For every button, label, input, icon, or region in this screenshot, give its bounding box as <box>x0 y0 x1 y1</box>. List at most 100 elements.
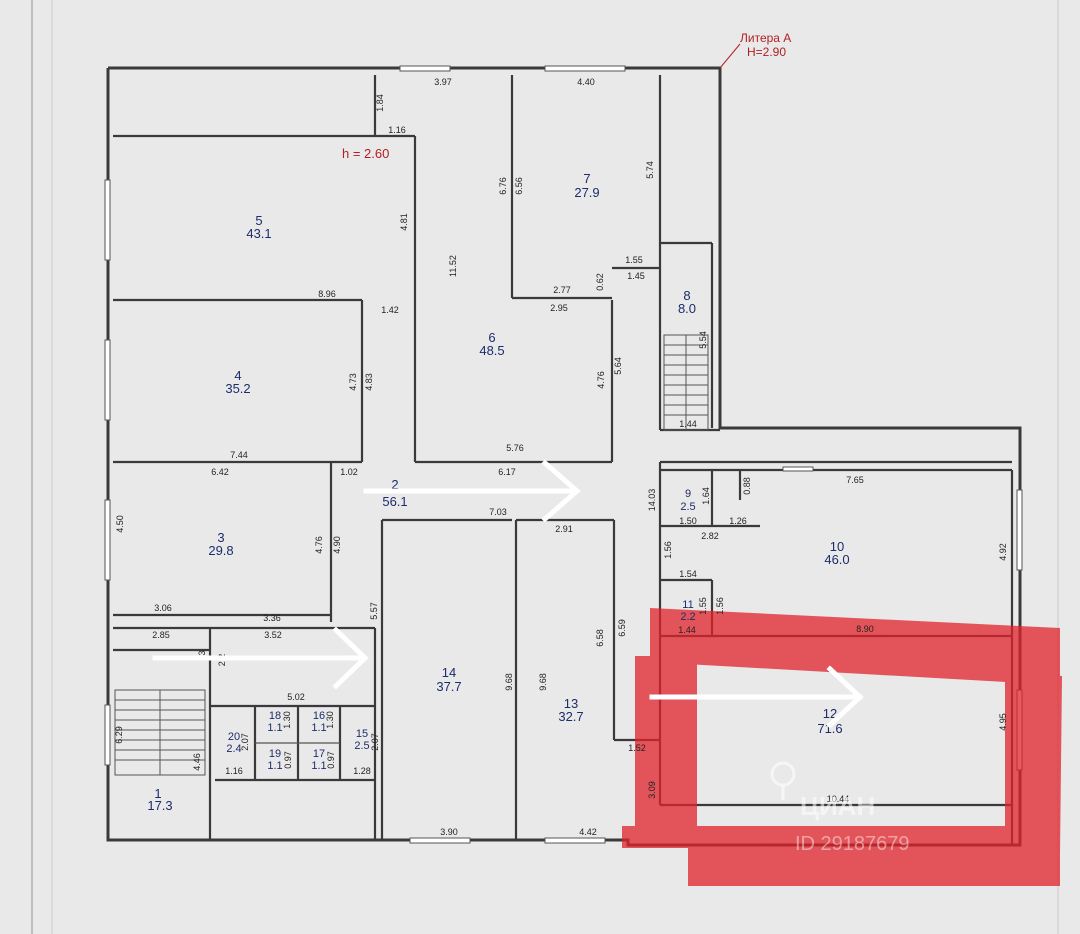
dimension: 11.52 <box>448 255 458 277</box>
dimension: 1.02 <box>340 467 358 477</box>
dimension: 10.44 <box>827 794 850 804</box>
room-number: 1 <box>154 786 161 801</box>
room-number: 18 <box>269 710 281 722</box>
interior-walls <box>113 75 1014 845</box>
dimension: 9.68 <box>538 673 548 691</box>
room-18: 18 1.1 <box>267 710 282 734</box>
dimension: 5.54 <box>698 331 708 349</box>
room-12: 12 71.6 <box>817 706 842 736</box>
room-area: 1.1 <box>267 760 282 772</box>
room-4: 4 35.2 <box>225 368 250 396</box>
room-area: 27.9 <box>574 185 599 200</box>
room-20: 20 2.4 <box>226 731 241 755</box>
dimension: 7.03 <box>489 507 507 517</box>
room-number: 7 <box>583 171 590 186</box>
watermark-id: ID 29187679 <box>795 833 910 855</box>
watermark-brand: ЦИАН <box>800 791 875 821</box>
room-area: 1.1 <box>311 722 326 734</box>
arrow-corridor-top <box>363 459 581 523</box>
dimension: 2.07 <box>370 733 380 751</box>
room-area: 1.1 <box>311 760 326 772</box>
highlight-room-12 <box>622 608 1062 886</box>
dimension: 1.56 <box>663 541 673 559</box>
room-number: 3 <box>217 530 224 545</box>
dimension: 5.74 <box>645 161 655 179</box>
room-number: 16 <box>313 710 325 722</box>
dimension: 0.88 <box>742 477 752 495</box>
dimension: 1.52 <box>628 743 646 753</box>
room-8: 8 8.0 <box>678 288 696 316</box>
room-area: 46.0 <box>824 552 849 567</box>
dimension: 1.56 <box>715 597 725 615</box>
dimension: 6.76 <box>498 177 508 195</box>
dimension: 1.54 <box>679 569 697 579</box>
dimension: 1.30 <box>282 711 292 729</box>
floor-height: h = 2.60 <box>342 146 389 161</box>
room-number: 11 <box>682 599 693 611</box>
room-16: 16 1.1 <box>311 710 326 734</box>
dimension: 0.62 <box>595 273 605 291</box>
direction-arrows <box>152 459 864 729</box>
room-area: 29.8 <box>208 543 233 558</box>
dimension: 4.83 <box>364 373 374 391</box>
dimension: 5.64 <box>613 357 623 375</box>
dimension: 7.65 <box>846 475 864 485</box>
room-area: 2.5 <box>680 501 695 513</box>
room-number: 9 <box>685 488 691 500</box>
room-area: 48.5 <box>479 343 504 358</box>
dimension: 1.44 <box>678 625 696 635</box>
room-15: 15 2.5 <box>354 728 369 752</box>
room-11: 11 2.2 <box>680 599 695 623</box>
dimension: 5.02 <box>287 692 305 702</box>
location-pin-icon <box>770 761 796 800</box>
dimension: 4.92 <box>998 543 1008 561</box>
room-area: 32.7 <box>558 709 583 724</box>
room-area: 8.0 <box>678 301 696 316</box>
dimension: 1.64 <box>701 487 711 505</box>
room-19: 19 1.1 <box>267 748 282 772</box>
dimension: 2.07 <box>240 733 250 751</box>
room-number: 15 <box>356 728 368 740</box>
room-area: 71.6 <box>817 721 842 736</box>
dimension: 1.16 <box>225 766 243 776</box>
dimension: 1.50 <box>679 516 697 526</box>
dimension: 3.06 <box>154 603 172 613</box>
room-number: 2 <box>391 477 398 492</box>
room-3: 3 29.8 <box>208 530 233 558</box>
room-6: 6 48.5 <box>479 330 504 358</box>
dimension: 4.46 <box>192 753 202 771</box>
room-area: 1.1 <box>267 722 282 734</box>
dimension: 2.77 <box>553 285 571 295</box>
room-area: 2.5 <box>354 740 369 752</box>
dimension: 6.42 <box>211 467 229 477</box>
room-9: 9 2.5 <box>680 488 695 513</box>
dimension: 1.55 <box>625 255 643 265</box>
dimension: 1.26 <box>729 516 747 526</box>
dimension: 2.91 <box>555 524 573 534</box>
room-13: 13 32.7 <box>558 696 583 724</box>
dimension: 4.73 <box>348 373 358 391</box>
room-number: 13 <box>564 696 578 711</box>
room-number: 14 <box>442 665 456 680</box>
dimension: 4.81 <box>399 213 409 231</box>
dimension: 0.97 <box>283 751 293 769</box>
dimension: 4.95 <box>998 713 1008 731</box>
dimension: 5.57 <box>369 602 379 620</box>
room-area: 17.3 <box>147 798 172 813</box>
stairs-right <box>663 334 709 431</box>
dimension: 3.36 <box>263 613 281 623</box>
dimension: 3.09 <box>647 781 657 799</box>
outer-walls <box>106 43 1022 847</box>
dimension: 14.03 <box>647 489 657 512</box>
dimension: 1.55 <box>698 597 708 615</box>
dimension: 3.52 <box>264 630 282 640</box>
dimension: 9.68 <box>504 673 514 691</box>
dimension: 4.42 <box>579 827 597 837</box>
building-height: H=2.90 <box>747 45 786 59</box>
room-1: 1 17.3 <box>147 786 172 813</box>
dimension: 4.76 <box>314 536 324 554</box>
dimension: 1.84 <box>375 94 385 112</box>
room-area: 37.7 <box>436 679 461 694</box>
